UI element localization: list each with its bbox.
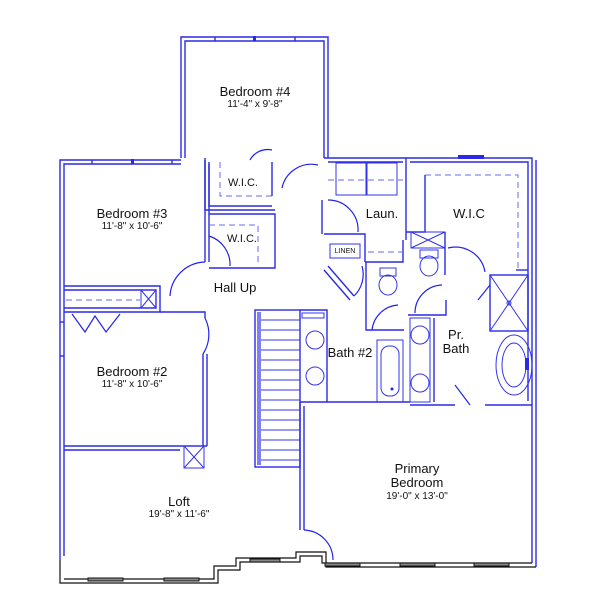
wic-walls bbox=[204, 148, 319, 269]
left-wing-walls bbox=[59, 159, 210, 560]
room-dimensions: 11'-8" x 10'-6" bbox=[101, 221, 163, 233]
room-name-line2: Bedroom bbox=[390, 475, 444, 491]
exterior-walls bbox=[59, 160, 537, 584]
room-label-bedroom-2: Bedroom #2 11'-8" x 10'-6" bbox=[96, 364, 168, 391]
room-name: Primary bbox=[394, 461, 440, 476]
staircase bbox=[254, 309, 301, 468]
room-name: Bedroom #3 bbox=[96, 206, 168, 221]
room-label-primary-bath: Pr. Bath bbox=[442, 327, 470, 357]
room-name: Bedroom #2 bbox=[96, 364, 168, 379]
room-name: Pr. bbox=[448, 327, 464, 342]
room-dimensions: 11'-4" x 9'-8" bbox=[227, 99, 283, 111]
room-label-linen: LINEN bbox=[334, 248, 356, 255]
room-label-primary-bedroom: Primary Bedroom 19'-0" x 13'-0" bbox=[386, 461, 448, 502]
primary-suite bbox=[406, 155, 533, 406]
room-dimensions: 19'-0" x 13'-0" bbox=[386, 490, 448, 502]
room-dimensions: 19'-8" x 11'-6" bbox=[148, 509, 210, 521]
room-label-hall-up: Hall Up bbox=[213, 280, 257, 295]
room-label-bedroom-3: Bedroom #3 11'-8" x 10'-6" bbox=[96, 206, 168, 233]
room-label-bedroom-4: Bedroom #4 11'-4" x 9'-8" bbox=[219, 84, 291, 111]
room-name: Loft bbox=[168, 494, 190, 509]
room-label-wic-primary: W.I.C bbox=[453, 206, 485, 221]
bedroom-4-walls bbox=[180, 36, 329, 158]
room-label-loft: Loft 19'-8" x 11'-6" bbox=[148, 494, 210, 521]
room-label-wic-1: W.I.C. bbox=[228, 177, 258, 189]
room-dimensions: 11'-8" x 10'-6" bbox=[101, 379, 163, 391]
room-name: Bedroom #4 bbox=[219, 84, 291, 99]
room-label-laundry: Laun. bbox=[365, 206, 399, 221]
center-walls bbox=[321, 157, 407, 331]
bath-2 bbox=[300, 309, 410, 403]
room-name-line2: Bath bbox=[442, 341, 470, 357]
room-label-bath-2: Bath #2 bbox=[327, 345, 373, 360]
room-label-wic-2: W.I.C. bbox=[227, 233, 257, 245]
